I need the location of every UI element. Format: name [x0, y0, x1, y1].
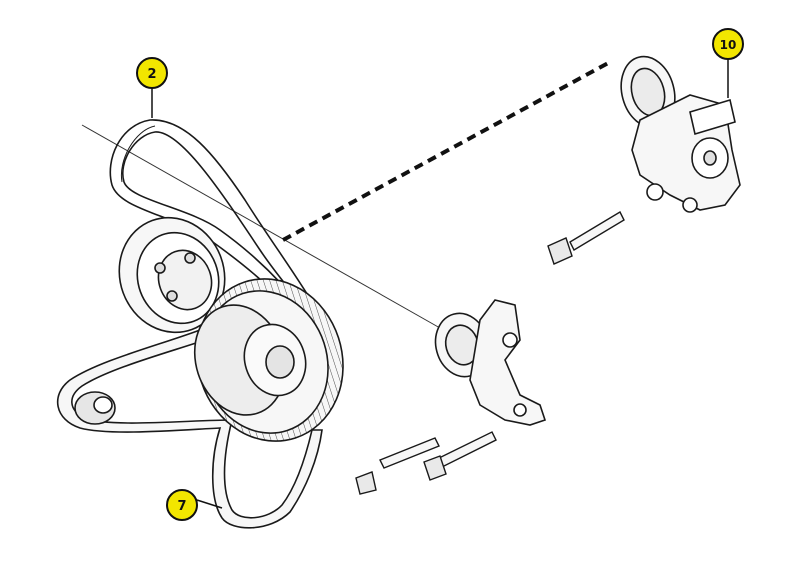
- dashed-alignment-line: [282, 60, 611, 242]
- callout-7-label: 7: [177, 499, 186, 514]
- belt-7: [56, 328, 323, 529]
- tensioner-10: [620, 55, 741, 213]
- callout-10: 10: [712, 28, 744, 60]
- idler-pulley-small: [118, 216, 226, 334]
- callout-7: 7: [166, 489, 198, 521]
- callout-2-label: 2: [147, 67, 156, 82]
- leader-7: [196, 499, 223, 509]
- tensioner-small: [434, 299, 547, 426]
- callout-10-label: 10: [720, 38, 737, 52]
- bolt-right: [547, 211, 625, 265]
- bolts-center: [355, 431, 497, 495]
- axis-line: [81, 124, 441, 329]
- crank-pulley: [193, 278, 344, 442]
- callout-2: 2: [136, 57, 168, 89]
